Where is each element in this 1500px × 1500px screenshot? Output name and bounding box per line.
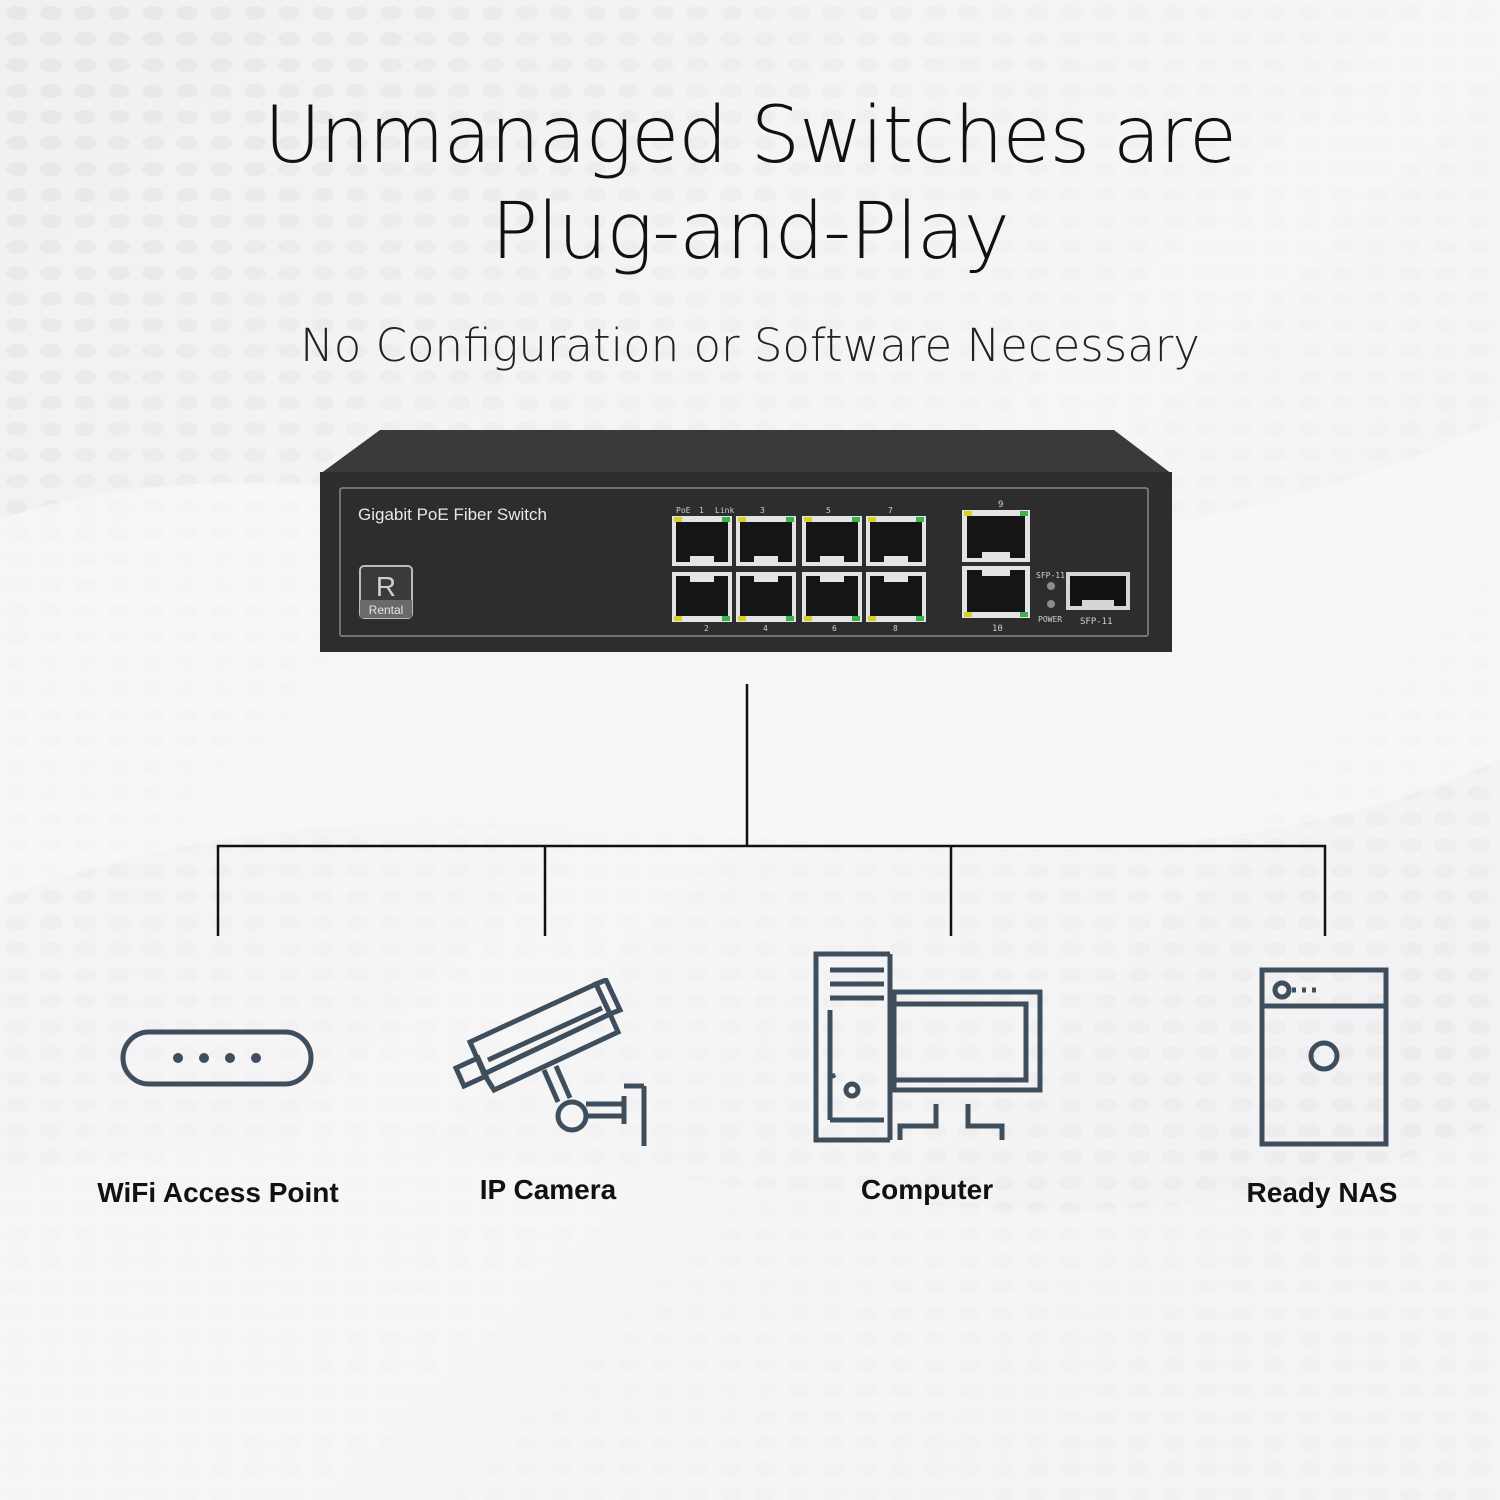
rj45-port xyxy=(866,516,926,566)
rj45-port xyxy=(866,572,926,622)
port-label-5: 5 xyxy=(826,506,831,515)
device-label-computer: Computer xyxy=(860,1174,994,1205)
port-label-2: 2 xyxy=(704,624,709,633)
sfp-port xyxy=(1066,572,1130,610)
subtitle: No Configuration or Software Necessary xyxy=(300,319,1200,372)
port-label-10: 10 xyxy=(992,624,1003,634)
rj45-uplink-port xyxy=(962,510,1030,562)
device-label-ip-camera: IP Camera xyxy=(479,1174,617,1205)
rj45-port xyxy=(802,516,862,566)
rj45-port xyxy=(672,572,732,622)
rental-badge-text: Rental xyxy=(369,603,404,617)
page-title: Unmanaged Switches are Plug-and-Play xyxy=(0,88,1500,280)
network-switch: Gigabit PoE Fiber Switch R Rental PoE 1 … xyxy=(320,430,1172,652)
port-label-poe: PoE xyxy=(676,506,691,515)
sfp-led xyxy=(1047,582,1055,590)
rj45-port xyxy=(672,516,732,566)
rj45-port xyxy=(802,572,862,622)
power-label: POWER xyxy=(1038,615,1062,624)
port-label-8: 8 xyxy=(893,624,898,633)
rj45-ports-block xyxy=(672,516,926,622)
switch-top-lid xyxy=(320,430,1172,474)
computer-icon xyxy=(813,951,1043,1143)
rj45-uplink-port xyxy=(962,566,1030,618)
port-label-9: 9 xyxy=(998,500,1003,510)
port-label-link: Link xyxy=(715,506,734,515)
power-led xyxy=(1047,600,1055,608)
nas-icon xyxy=(1259,967,1389,1147)
rj45-port xyxy=(736,572,796,622)
rental-badge-letter: R xyxy=(376,571,396,602)
wifi-access-point-icon xyxy=(120,1029,314,1087)
sfp-port-label: SFP-11 xyxy=(1080,617,1113,627)
port-label-1: 1 xyxy=(699,506,704,515)
device-label-ready-nas: Ready NAS xyxy=(1246,1177,1398,1208)
port-label-3: 3 xyxy=(760,506,765,515)
switch-model-label: Gigabit PoE Fiber Switch xyxy=(358,505,547,524)
rj45-port xyxy=(736,516,796,566)
port-label-7: 7 xyxy=(888,506,893,515)
port-label-6: 6 xyxy=(832,624,837,633)
ip-camera-icon xyxy=(452,978,647,1146)
title-line-2: Plug-and-Play xyxy=(491,187,1010,277)
device-label-wifi-access-point: WiFi Access Point xyxy=(97,1177,339,1208)
port-label-4: 4 xyxy=(763,624,768,633)
sfp-led-label: SFP-11 xyxy=(1036,571,1065,580)
title-line-1: Unmanaged Switches are xyxy=(263,91,1237,181)
